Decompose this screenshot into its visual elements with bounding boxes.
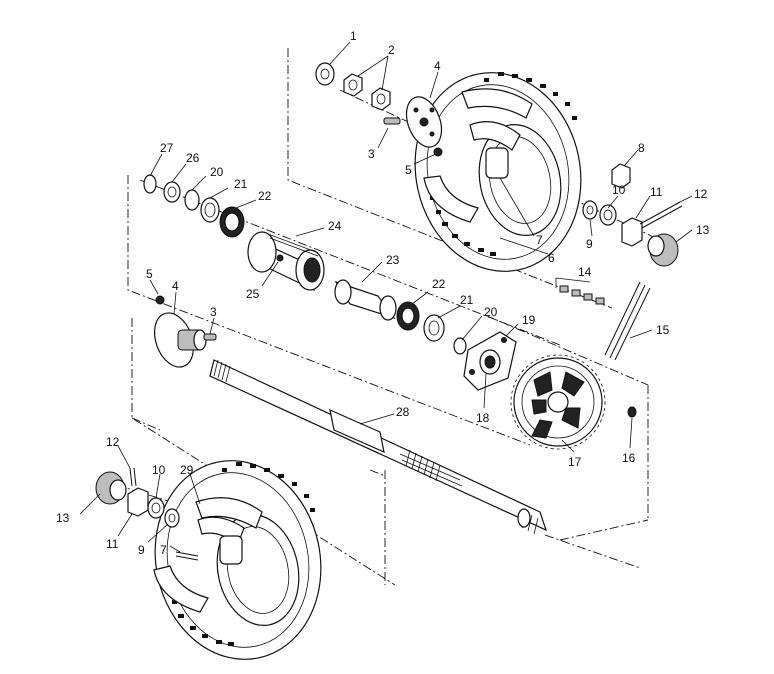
callout-10: 10 bbox=[612, 183, 626, 197]
callout-12-lower: 12 bbox=[106, 435, 120, 449]
callout-1: 1 bbox=[350, 29, 357, 43]
callout-5: 5 bbox=[405, 163, 412, 177]
callout-8: 8 bbox=[638, 141, 645, 155]
callout-28: 28 bbox=[396, 405, 410, 419]
callout-25: 25 bbox=[246, 287, 260, 301]
callout-17: 17 bbox=[568, 455, 582, 469]
callout-3: 3 bbox=[368, 147, 375, 161]
callout-22-upper: 22 bbox=[258, 189, 272, 203]
callout-2: 2 bbox=[388, 43, 395, 57]
callout-9: 9 bbox=[586, 237, 593, 251]
callout-24: 24 bbox=[328, 219, 342, 233]
left-wheel-assembly bbox=[95, 460, 322, 660]
callout-26: 26 bbox=[186, 151, 200, 165]
callout-5-lower: 5 bbox=[146, 267, 153, 281]
callout-4: 4 bbox=[434, 59, 441, 73]
rear-axle bbox=[209, 359, 548, 535]
callout-27: 27 bbox=[160, 141, 174, 155]
callout-21: 21 bbox=[460, 293, 474, 307]
callout-11: 11 bbox=[650, 185, 663, 199]
callout-16: 16 bbox=[622, 451, 636, 465]
callout-11-lower: 11 bbox=[106, 537, 119, 551]
callout-14: 14 bbox=[578, 265, 592, 279]
callout-10-lower: 10 bbox=[152, 463, 166, 477]
washer-1 bbox=[315, 62, 335, 86]
callout-23: 23 bbox=[386, 253, 400, 267]
callout-6: 6 bbox=[548, 251, 555, 265]
right-wheel-assembly bbox=[315, 62, 683, 305]
callout-7-lower: 7 bbox=[160, 543, 167, 557]
callout-12: 12 bbox=[694, 187, 708, 201]
axle-carrier-group bbox=[143, 174, 467, 355]
callout-9-lower: 9 bbox=[138, 543, 145, 557]
callout-labels: 1 2 3 4 5 6 7 8 9 10 11 12 13 14 15 16 1… bbox=[56, 29, 710, 557]
callout-21-upper: 21 bbox=[234, 177, 248, 191]
callout-15: 15 bbox=[656, 323, 670, 337]
callout-20: 20 bbox=[484, 305, 498, 319]
callout-13-lower: 13 bbox=[56, 511, 70, 525]
callout-22: 22 bbox=[432, 277, 446, 291]
callout-19: 19 bbox=[522, 313, 536, 327]
callout-13: 13 bbox=[696, 223, 710, 237]
leader-lines bbox=[79, 41, 693, 553]
callout-20-upper: 20 bbox=[210, 165, 224, 179]
callout-4-lower: 4 bbox=[172, 279, 179, 293]
callout-7: 7 bbox=[536, 233, 543, 247]
callout-29: 29 bbox=[180, 463, 194, 477]
callout-18: 18 bbox=[476, 411, 490, 425]
callout-3-lower: 3 bbox=[210, 305, 217, 319]
left-hub-group bbox=[153, 295, 217, 368]
sprocket-group bbox=[463, 281, 651, 450]
